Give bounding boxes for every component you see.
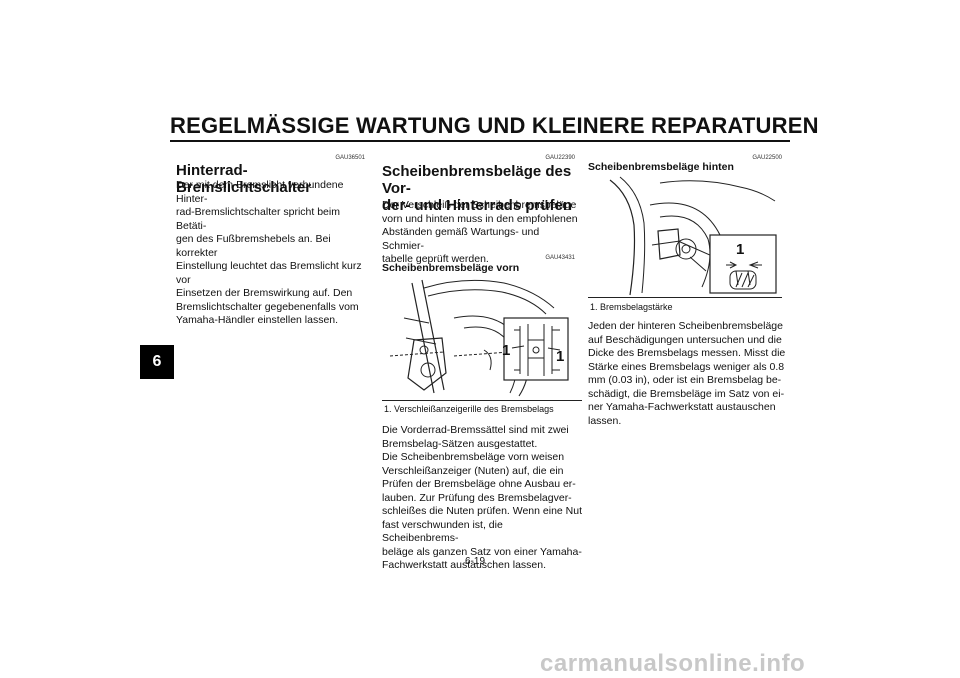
title-line: der- und Hinterrads prüfen bbox=[382, 197, 573, 214]
rear-brake-illustration: 1 bbox=[590, 175, 780, 297]
section-code: GAU43431 bbox=[545, 255, 575, 261]
section-code: GAU36501 bbox=[335, 155, 365, 161]
text-line: Der Verschleiß der Scheibenbremsbeläge bbox=[382, 199, 577, 211]
caption-divider bbox=[382, 400, 582, 401]
text-line: Die Scheibenbremsbeläge vorn weisen bbox=[382, 451, 565, 463]
subsection-title: Scheibenbremsbeläge vorn bbox=[382, 262, 520, 274]
text-line: schleißes die Nuten prüfen. Wenn eine Nu… bbox=[382, 505, 583, 517]
watermark-text: carmanualsonline.info bbox=[540, 650, 806, 677]
section-code: GAU22500 bbox=[752, 155, 782, 161]
title-line: Scheibenbremsbeläge des Vor- bbox=[382, 163, 572, 197]
text-line: ner Yamaha-Fachwerkstatt austauschen bbox=[588, 401, 776, 413]
text-line: Einsetzen der Bremswirkung auf. Den bbox=[176, 287, 353, 299]
text-line: rad-Bremslichtschalter spricht beim Betä… bbox=[176, 206, 340, 232]
caption-divider bbox=[588, 297, 782, 298]
text-line: Bremsbelag-Sätzen ausgestattet. bbox=[382, 437, 538, 450]
text-line: Die Vorderrad-Bremssättel sind mit zwei bbox=[382, 424, 569, 436]
text-line: Der mit dem Bremslicht verbundene Hinter… bbox=[176, 179, 344, 205]
text-line: Stärke eines Bremsbelags weniger als 0.8 bbox=[588, 360, 785, 373]
text-line: fast verschwunden ist, die Scheibenbrems… bbox=[382, 518, 503, 545]
section-code: GAU22390 bbox=[545, 155, 575, 161]
section-title: Scheibenbremsbeläge des Vor- der- und Hi… bbox=[382, 163, 582, 214]
page-number: 6-19 bbox=[465, 556, 486, 567]
figure-caption: 1. Bremsbelagstärke bbox=[590, 302, 673, 312]
text-line: Verschleißanzeiger (Nuten) auf, die ein bbox=[382, 464, 564, 477]
text-line: lassen. bbox=[588, 414, 622, 427]
text-line: Yamaha-Händler einstellen lassen. bbox=[176, 314, 339, 326]
text-line: auf Beschädigungen untersuchen und die bbox=[588, 333, 782, 346]
text-line: lauben. Zur Prüfung des Bremsbelagver- bbox=[382, 491, 572, 504]
text-line: mm (0.03 in), oder ist ein Bremsbelag be… bbox=[588, 374, 782, 386]
body-text-col3: Jeden der hinteren Scheibenbremsbeläge a… bbox=[588, 320, 788, 428]
text-line: beläge als ganzen Satz von einer Yamaha- bbox=[382, 545, 582, 558]
text-line: Prüfen der Bremsbeläge ohne Ausbau er- bbox=[382, 478, 576, 490]
section-title: Hinterrad-Bremslichtschalter bbox=[176, 162, 312, 196]
text-line: vorn und hinten muss in den empfohlenen bbox=[382, 212, 578, 225]
text-line: Einstellung leuchtet das Bremslicht kurz… bbox=[176, 260, 362, 286]
body-text-col2: Die Vorderrad-Bremssättel sind mit zwei … bbox=[382, 424, 582, 573]
text-line: Bremslichtschalter gegebenenfalls vom bbox=[176, 300, 359, 313]
body-text-intro: Der Verschleiß der Scheibenbremsbeläge v… bbox=[382, 199, 582, 267]
text-line: Jeden der hinteren Scheibenbremsbeläge bbox=[588, 320, 783, 332]
callout-number: 1 bbox=[502, 342, 511, 359]
callout-number: 1 bbox=[556, 348, 565, 365]
front-brake-illustration: 1 1 bbox=[384, 278, 574, 400]
text-line: tabelle geprüft werden. bbox=[382, 253, 489, 265]
text-line: Abständen gemäß Wartungs- und Schmier- bbox=[382, 226, 540, 252]
subsection-title: Scheibenbremsbeläge hinten bbox=[588, 161, 734, 173]
text-line: Dicke des Bremsbelags messen. Misst die bbox=[588, 347, 786, 359]
figure-caption: 1. Verschleißanzeigerille des Bremsbelag… bbox=[384, 404, 554, 414]
callout-number: 1 bbox=[736, 241, 745, 258]
page-title: REGELMÄSSIGE WARTUNG UND KLEINERE REPARA… bbox=[170, 113, 819, 138]
chapter-tab: 6 bbox=[140, 345, 174, 379]
header-divider bbox=[170, 140, 790, 142]
text-line: Fachwerkstatt austauschen lassen. bbox=[382, 559, 547, 571]
body-text-col1: Der mit dem Bremslicht verbundene Hinter… bbox=[176, 179, 371, 328]
text-line: gen des Fußbremshebels an. Bei korrekter bbox=[176, 233, 331, 259]
text-line: schädigt, die Bremsbeläge im Satz von ei… bbox=[588, 387, 785, 400]
